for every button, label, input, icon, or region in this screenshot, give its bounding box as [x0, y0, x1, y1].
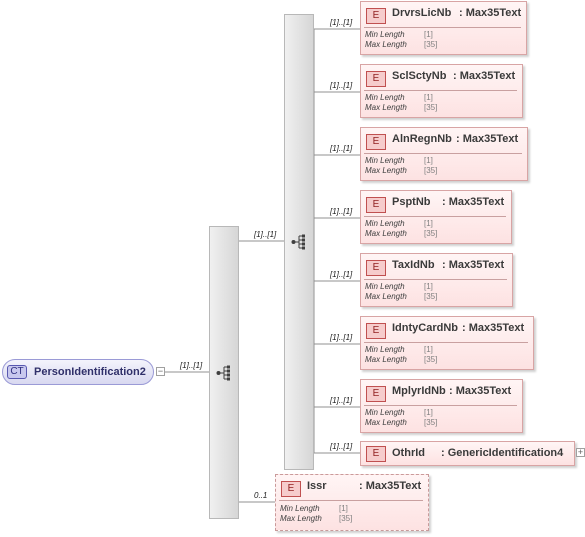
facet-value: [35] — [424, 229, 438, 238]
complex-type-badge: CT — [7, 365, 27, 379]
facet-label: Max Length — [365, 40, 407, 49]
separator — [364, 90, 517, 91]
facet-value: [35] — [424, 418, 438, 427]
facet-value: [1] — [424, 156, 433, 165]
element-alnregnnb[interactable]: E AlnRegnNb : Max35Text Min Length [1] M… — [360, 127, 528, 181]
element-idntycardnb[interactable]: E IdntyCardNb : Max35Text Min Length [1]… — [360, 316, 534, 370]
outer-sequence-multiplicity: [1]..[1] — [180, 361, 203, 370]
element-type: : Max35Text — [449, 385, 512, 397]
element-mplyridnb[interactable]: E MplyrIdNb : Max35Text Min Length [1] M… — [360, 379, 523, 433]
sequence-icon — [216, 365, 230, 381]
facet-value: [35] — [424, 166, 438, 175]
facet-label: Max Length — [365, 166, 407, 175]
element-type: : Max35Text — [462, 322, 525, 334]
element-name: PsptNb — [392, 196, 431, 208]
separator — [364, 153, 522, 154]
element-type: : Max35Text — [359, 480, 422, 492]
multiplicity-drvrslicnb: [1]..[1] — [330, 18, 353, 27]
collapse-toggle[interactable]: − — [156, 366, 165, 376]
facet-label: Max Length — [365, 418, 407, 427]
element-name: OthrId — [392, 447, 425, 459]
multiplicity-psptnb: [1]..[1] — [330, 207, 353, 216]
facet-value: [35] — [339, 514, 353, 523]
facet-value: [1] — [424, 30, 433, 39]
facet-value: [1] — [424, 282, 433, 291]
facet-label: Max Length — [365, 355, 407, 364]
facet-value: [1] — [424, 219, 433, 228]
complex-type-node[interactable]: CT PersonIdentification2 — [2, 359, 154, 385]
facet-value: [35] — [424, 292, 438, 301]
expand-toggle-othrid[interactable]: + — [576, 447, 585, 457]
facet-label: Min Length — [365, 219, 405, 228]
element-badge: E — [366, 71, 386, 87]
facet-label: Min Length — [365, 408, 405, 417]
element-name: SclSctyNb — [392, 70, 447, 82]
sequence-icon — [291, 234, 305, 250]
facet-value: [35] — [424, 103, 438, 112]
element-type: : Max35Text — [442, 259, 505, 271]
multiplicity-othrid: [1]..[1] — [330, 442, 353, 451]
facet-label: Min Length — [365, 93, 405, 102]
element-name: AlnRegnNb — [392, 133, 452, 145]
element-name: DrvrsLicNb — [392, 7, 452, 19]
facet-label: Max Length — [365, 229, 407, 238]
facet-value: [35] — [424, 40, 438, 49]
outer-sequence-compositor[interactable] — [209, 226, 239, 519]
element-sclsctynb[interactable]: E SclSctyNb : Max35Text Min Length [1] M… — [360, 64, 523, 118]
separator — [364, 342, 528, 343]
facet-label: Min Length — [365, 30, 405, 39]
complex-type-name: PersonIdentification2 — [34, 366, 146, 378]
multiplicity-taxidnb: [1]..[1] — [330, 270, 353, 279]
element-type: : Max35Text — [442, 196, 505, 208]
element-type: : Max35Text — [456, 133, 519, 145]
element-badge: E — [366, 134, 386, 150]
element-drvrslicnb[interactable]: E DrvrsLicNb : Max35Text Min Length [1] … — [360, 1, 527, 55]
element-psptnb[interactable]: E PsptNb : Max35Text Min Length [1] Max … — [360, 190, 512, 244]
element-issr[interactable]: E Issr : Max35Text Min Length [1] Max Le… — [275, 474, 429, 531]
element-badge: E — [366, 8, 386, 24]
separator — [364, 405, 517, 406]
facet-value: [1] — [424, 345, 433, 354]
element-type: : GenericIdentification4 — [441, 447, 564, 459]
element-taxidnb[interactable]: E TaxIdNb : Max35Text Min Length [1] Max… — [360, 253, 513, 307]
facet-label: Min Length — [365, 345, 405, 354]
facet-label: Min Length — [365, 156, 405, 165]
multiplicity-issr: 0..1 — [254, 491, 268, 500]
multiplicity-sclsctynb: [1]..[1] — [330, 81, 353, 90]
facet-value: [1] — [339, 504, 348, 513]
separator — [279, 500, 423, 501]
element-badge: E — [281, 481, 301, 497]
facet-label: Min Length — [280, 504, 320, 513]
element-badge: E — [366, 386, 386, 402]
facet-label: Max Length — [280, 514, 322, 523]
multiplicity-alnregnnb: [1]..[1] — [330, 144, 353, 153]
facet-label: Max Length — [365, 292, 407, 301]
element-name: MplyrIdNb — [392, 385, 446, 397]
separator — [364, 216, 506, 217]
facet-value: [35] — [424, 355, 438, 364]
element-badge: E — [366, 323, 386, 339]
element-badge: E — [366, 197, 386, 213]
facet-label: Min Length — [365, 282, 405, 291]
element-badge: E — [366, 446, 386, 462]
facet-value: [1] — [424, 408, 433, 417]
element-name: TaxIdNb — [392, 259, 435, 271]
inner-sequence-multiplicity: [1]..[1] — [254, 230, 277, 239]
multiplicity-idntycardnb: [1]..[1] — [330, 333, 353, 342]
separator — [364, 279, 507, 280]
element-type: : Max35Text — [453, 70, 516, 82]
facet-value: [1] — [424, 93, 433, 102]
element-type: : Max35Text — [459, 7, 522, 19]
element-name: IdntyCardNb — [392, 322, 458, 334]
element-badge: E — [366, 260, 386, 276]
separator — [364, 27, 521, 28]
multiplicity-mplyridnb: [1]..[1] — [330, 396, 353, 405]
facet-label: Max Length — [365, 103, 407, 112]
element-name: Issr — [307, 480, 327, 492]
inner-sequence-compositor[interactable] — [284, 14, 314, 470]
element-othrid[interactable]: E OthrId : GenericIdentification4 — [360, 441, 575, 466]
